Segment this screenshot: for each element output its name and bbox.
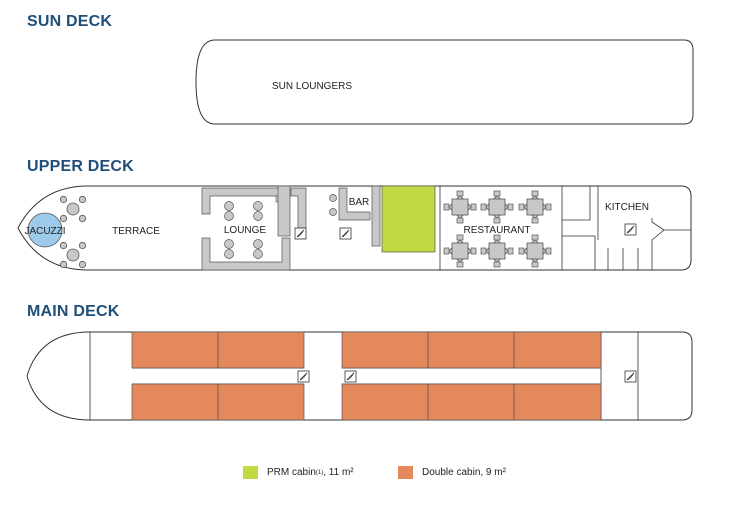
double-cabin bbox=[513, 383, 602, 421]
double-legend-label: Double cabin, 9 m² bbox=[422, 467, 506, 478]
bar-stool bbox=[329, 208, 337, 216]
sun-deck-outline bbox=[195, 39, 694, 125]
staircase-icon bbox=[624, 370, 637, 383]
jacuzzi-label: JACUZZI bbox=[24, 226, 65, 237]
double-cabin bbox=[131, 331, 219, 369]
staircase-icon bbox=[344, 370, 357, 383]
double-cabin bbox=[131, 383, 219, 421]
lounge-chair bbox=[253, 211, 263, 221]
upper-deck-title: UPPER DECK bbox=[27, 158, 134, 175]
sun-deck-title: SUN DECK bbox=[27, 13, 113, 30]
staircase-icon bbox=[294, 227, 307, 240]
lounge-chair bbox=[224, 239, 234, 249]
jacuzzi bbox=[27, 212, 63, 248]
bar-stool bbox=[329, 194, 337, 202]
prm-legend-label: PRM cabin bbox=[267, 467, 316, 478]
legend-double: Double cabin, 9 m² bbox=[398, 466, 506, 479]
lounge-chair bbox=[224, 201, 234, 211]
lounge-chair bbox=[224, 211, 234, 221]
main-deck-title: MAIN DECK bbox=[27, 303, 120, 320]
lounge-chair bbox=[253, 239, 263, 249]
kitchen-label: KITCHEN bbox=[605, 202, 649, 213]
partition-wall bbox=[277, 185, 291, 237]
double-cabin bbox=[513, 331, 602, 369]
prm-legend-superscript: (1) bbox=[315, 469, 324, 476]
prm-legend-size: , 11 m² bbox=[323, 467, 354, 478]
prm-swatch bbox=[243, 466, 258, 479]
double-cabin bbox=[341, 383, 429, 421]
wall bbox=[562, 186, 591, 221]
double-cabin bbox=[341, 331, 429, 369]
double-cabin bbox=[427, 331, 515, 369]
lounge-label: LOUNGE bbox=[224, 225, 267, 236]
lounge-chair bbox=[253, 249, 263, 259]
staircase-icon bbox=[624, 223, 637, 236]
terrace-label: TERRACE bbox=[112, 226, 160, 237]
lounge-seating bbox=[201, 237, 291, 271]
sun-loungers-label: SUN LOUNGERS bbox=[272, 81, 352, 92]
restaurant-label: RESTAURANT bbox=[463, 225, 530, 236]
double-cabin bbox=[217, 383, 305, 421]
staircase-icon bbox=[297, 370, 310, 383]
bar-label: BAR bbox=[349, 197, 370, 208]
staircase-icon bbox=[339, 227, 352, 240]
double-cabin bbox=[217, 331, 305, 369]
double-cabin bbox=[427, 383, 515, 421]
bar-wall bbox=[371, 185, 381, 247]
double-swatch bbox=[398, 466, 413, 479]
legend-prm: PRM cabin(1), 11 m² bbox=[243, 466, 354, 479]
lounge-chair bbox=[253, 201, 263, 211]
wall bbox=[562, 235, 596, 270]
lounge-chair bbox=[224, 249, 234, 259]
prm-cabin bbox=[381, 185, 436, 253]
bar-counter bbox=[338, 187, 371, 221]
